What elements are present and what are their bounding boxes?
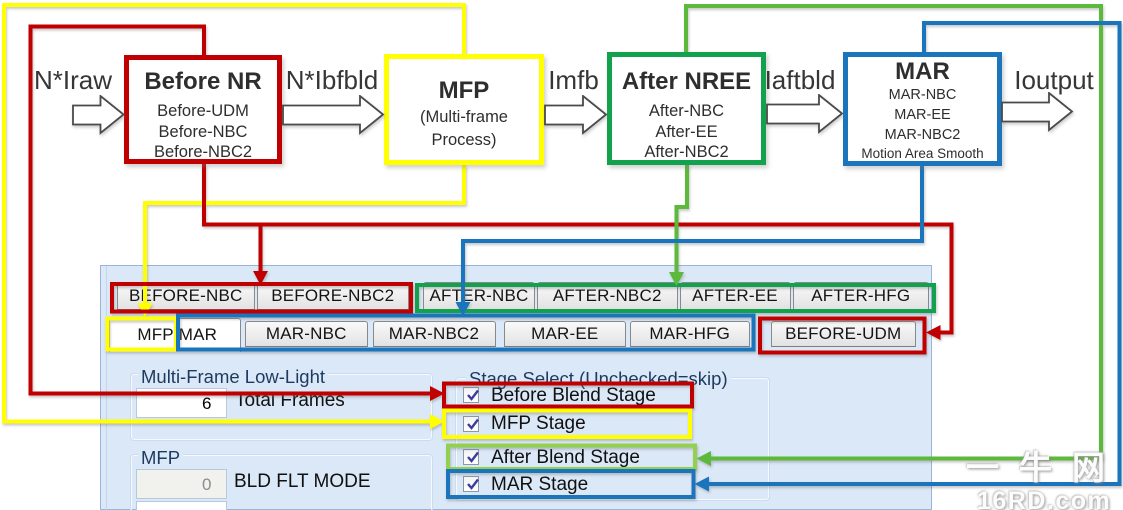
- flow-box-mfp: MFP (Multi-frame Process): [384, 54, 544, 165]
- check-icon: [467, 418, 479, 430]
- block-arrow-3: [544, 95, 608, 135]
- green-tab-outline: [415, 283, 936, 313]
- flow-box-line: (Multi-frame: [419, 108, 508, 126]
- checkbox-mar-stage-label: MAR Stage: [491, 473, 589, 495]
- tab-label: MAR-HFG: [649, 323, 731, 343]
- tab-mar-hfg[interactable]: MAR-HFG: [629, 320, 750, 347]
- total-frames-label: Total Frames: [235, 390, 345, 411]
- tab-label: MAR-NBC: [265, 323, 347, 343]
- block-arrow-2: [282, 95, 385, 135]
- block-arrow-4: [766, 94, 844, 134]
- flow-box-mar: MAR MAR-NBC MAR-EE MAR-NBC2 Motion Area …: [843, 52, 1002, 166]
- flow-box-before-nr: Before NR Before-UDM Before-NBC Before-N…: [124, 55, 282, 164]
- blue-connectors: [176, 21, 1122, 499]
- watermark-line2: 16RD.com: [977, 487, 1112, 510]
- checkbox-after-blend-stage[interactable]: [463, 449, 479, 465]
- mfp-second-input[interactable]: [135, 501, 227, 510]
- panel-inner-border: [106, 266, 107, 510]
- block-arrow-5: [1001, 92, 1074, 132]
- checkbox-after-blend-stage-label: After Blend Stage: [491, 446, 640, 468]
- flow-box-line: MAR-NBC2: [884, 127, 961, 143]
- tab-label: AFTER-HFG: [811, 285, 911, 305]
- tab-label: BEFORE-NBC: [129, 285, 243, 305]
- check-icon: [467, 389, 479, 401]
- flow-label-iraw: N*Iraw: [33, 65, 113, 95]
- tab-label: MAR-NBC2: [388, 323, 480, 343]
- check-icon: [467, 478, 479, 490]
- flow-box-line: MAR-NBC: [888, 87, 957, 103]
- check-icon: [467, 451, 479, 463]
- checkbox-mfp-stage-label: MFP Stage: [491, 413, 586, 434]
- flow-label-ioutput: Ioutput: [1014, 65, 1094, 95]
- red-arrowheads: [253, 271, 941, 401]
- tab-label: MAR-EE: [531, 323, 599, 343]
- tab-label: BEFORE-NBC2: [271, 285, 395, 305]
- checkbox-mar-stage[interactable]: [463, 476, 479, 492]
- block-arrow-1: [72, 95, 125, 135]
- checkbox-before-blend-stage-label: Before Blend Stage: [491, 384, 656, 406]
- flow-box-line: Before-NBC: [158, 122, 248, 141]
- flow-box-line: Before-NBC2: [153, 143, 253, 162]
- tab-mar-nbc2[interactable]: MAR-NBC2: [372, 320, 496, 347]
- flow-box-line: Before-UDM: [157, 102, 249, 120]
- tab-mar-nbc[interactable]: MAR-NBC: [245, 320, 368, 347]
- flow-box-line: After-NBC: [648, 102, 725, 120]
- tab-label: AFTER-EE: [692, 285, 778, 305]
- bld-flt-mode-label: BLD FLT MODE: [234, 471, 371, 492]
- bld-flt-mode-input[interactable]: 0: [135, 468, 227, 499]
- flow-box-line: After-NBC2: [644, 143, 729, 162]
- tab-label: BEFORE-UDM: [785, 323, 902, 343]
- red-connectors: [28, 24, 954, 409]
- blue-arrowheads: [455, 302, 709, 492]
- flow-box-title: MFP: [438, 77, 490, 104]
- flow-box-line: After-EE: [655, 122, 718, 141]
- checkbox-mfp-stage[interactable]: [463, 415, 479, 432]
- tab-label: AFTER-NBC: [429, 285, 529, 305]
- tab-before-nbc2[interactable]: BEFORE-NBC2: [256, 281, 409, 310]
- flow-box-title: MAR: [895, 58, 950, 85]
- watermark-line1: 一牛网: [966, 449, 1123, 486]
- checkbox-before-blend-stage[interactable]: [463, 387, 479, 403]
- tab-label: AFTER-NBC2: [552, 285, 662, 305]
- flow-box-title: After NREE: [621, 68, 752, 95]
- tab-before-udm[interactable]: BEFORE-UDM: [770, 320, 916, 347]
- flow-box-line: MAR-EE: [894, 107, 951, 123]
- group-multiframe-label: Multi-Frame Low-Light: [138, 366, 329, 388]
- flow-label-imfb: Imfb: [548, 65, 599, 95]
- flow-box-after-nree: After NREE After-NBC After-EE After-NBC2: [607, 52, 766, 165]
- flow-label-iaftbld: Iaftbld: [764, 65, 836, 95]
- group-mfp: [129, 453, 433, 510]
- flow-box-line: Process): [431, 130, 497, 149]
- green-checkbox-outline: [446, 443, 697, 471]
- yellow-arrowheads: [137, 303, 445, 429]
- flow-box-title: Before NR: [144, 68, 262, 95]
- green-arrowheads: [669, 272, 711, 466]
- group-mfp-label: MFP: [138, 446, 184, 469]
- flow-label-ibfbld: N*Ibfbld: [285, 65, 379, 95]
- flow-box-line: Motion Area Smooth: [861, 146, 984, 161]
- tab-mar-ee[interactable]: MAR-EE: [504, 320, 626, 347]
